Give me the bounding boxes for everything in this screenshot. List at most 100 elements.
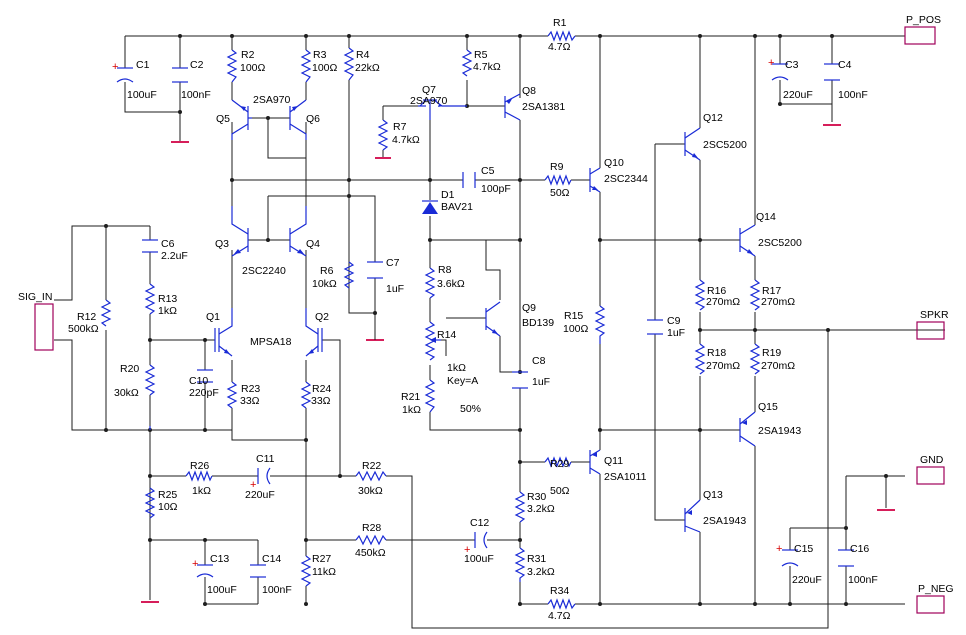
svg-text:R25: R25 <box>158 489 177 501</box>
svg-text:220uF: 220uF <box>792 574 822 586</box>
svg-text:+: + <box>776 543 782 555</box>
svg-text:220uF: 220uF <box>245 489 275 501</box>
svg-text:C4: C4 <box>838 59 852 71</box>
svg-text:R19: R19 <box>762 347 781 359</box>
svg-text:R26: R26 <box>190 460 209 472</box>
svg-text:R14: R14 <box>437 329 456 341</box>
resistor-r25 <box>144 487 156 519</box>
svg-text:C16: C16 <box>850 543 869 555</box>
svg-text:+: + <box>192 558 198 570</box>
svg-text:50Ω: 50Ω <box>550 187 570 199</box>
capacitor-c7 <box>367 261 383 279</box>
svg-text:33Ω: 33Ω <box>311 395 331 407</box>
svg-text:100Ω: 100Ω <box>240 62 266 74</box>
svg-text:C9: C9 <box>667 315 681 327</box>
svg-text:R7: R7 <box>393 121 407 133</box>
capacitor-c5 <box>462 172 476 188</box>
resistor-r1 <box>547 30 576 42</box>
svg-text:MPSA18: MPSA18 <box>250 336 292 348</box>
resistor-r22 <box>355 470 387 482</box>
resistor-r27 <box>300 555 312 587</box>
capacitor-c14 <box>250 564 266 578</box>
port-spkr <box>916 321 945 340</box>
capacitor-c10 <box>197 369 213 383</box>
svg-text:Q9: Q9 <box>522 302 536 314</box>
transistor-q10 <box>589 167 601 193</box>
svg-text:R4: R4 <box>356 49 370 61</box>
svg-text:4.7kΩ: 4.7kΩ <box>392 134 420 146</box>
transistor-q8 <box>504 93 521 121</box>
transistor-q4 <box>289 206 307 257</box>
svg-text:R22: R22 <box>362 460 381 472</box>
resistor-r26 <box>185 470 213 482</box>
svg-text:2SA970: 2SA970 <box>253 94 291 106</box>
svg-text:220uF: 220uF <box>783 89 813 101</box>
resistor-r7 <box>377 119 389 151</box>
svg-text:100uF: 100uF <box>127 89 157 101</box>
ground-symbols <box>141 124 895 603</box>
resistor-r3 <box>300 49 312 83</box>
transistor-q9 <box>485 301 501 337</box>
capacitors <box>116 63 854 578</box>
transistor-q6 <box>289 99 307 140</box>
resistor-r20 <box>144 364 156 396</box>
resistor-r23 <box>226 381 238 409</box>
transistor-q14 <box>739 224 756 257</box>
svg-text:100uF: 100uF <box>207 584 237 596</box>
svg-text:R2: R2 <box>241 49 255 61</box>
svg-text:BAV21: BAV21 <box>441 201 473 213</box>
svg-text:Q6: Q6 <box>306 113 320 125</box>
svg-text:270mΩ: 270mΩ <box>761 360 795 372</box>
port-label-p-pos: P_POS <box>906 14 941 26</box>
resistor-r21 <box>424 379 436 413</box>
svg-text:R1: R1 <box>553 17 567 29</box>
port-gnd <box>916 466 945 485</box>
transistor-q1 <box>214 308 233 357</box>
transistor-q11 <box>589 449 601 475</box>
capacitor-c1 <box>116 67 134 83</box>
svg-text:C15: C15 <box>794 543 813 555</box>
transistor-q12 <box>684 127 701 161</box>
svg-text:3.2kΩ: 3.2kΩ <box>527 503 555 515</box>
svg-text:C3: C3 <box>785 59 799 71</box>
svg-text:R5: R5 <box>474 49 488 61</box>
svg-text:Key=A: Key=A <box>447 375 478 387</box>
svg-text:R20: R20 <box>120 363 139 375</box>
svg-text:+: + <box>768 57 774 69</box>
svg-text:2SA970: 2SA970 <box>410 95 448 107</box>
svg-text:R13: R13 <box>158 293 177 305</box>
svg-text:1uF: 1uF <box>386 283 404 295</box>
resistor-r19 <box>749 343 761 375</box>
svg-text:+: + <box>112 61 118 73</box>
svg-text:Q3: Q3 <box>215 238 229 250</box>
svg-text:500kΩ: 500kΩ <box>68 323 99 335</box>
svg-text:R12: R12 <box>77 311 96 323</box>
svg-text:100uF: 100uF <box>464 553 494 565</box>
transistor-q13 <box>684 499 701 533</box>
svg-text:R8: R8 <box>438 264 452 276</box>
svg-text:Q8: Q8 <box>522 85 536 97</box>
svg-text:Q2: Q2 <box>315 311 329 323</box>
svg-text:100Ω: 100Ω <box>563 323 589 335</box>
resistor-r34 <box>547 598 576 610</box>
svg-text:10kΩ: 10kΩ <box>312 278 337 290</box>
svg-text:+: + <box>464 544 470 556</box>
resistor-r9 <box>544 174 572 186</box>
resistor-r2 <box>226 49 238 83</box>
transistor-q5 <box>231 99 252 140</box>
svg-text:2SA1943: 2SA1943 <box>703 515 746 527</box>
resistor-r18 <box>694 343 706 375</box>
capacitor-c16 <box>838 549 854 567</box>
svg-text:C14: C14 <box>262 553 281 565</box>
svg-text:R16: R16 <box>707 285 726 297</box>
svg-text:30kΩ: 30kΩ <box>358 485 383 497</box>
svg-text:1kΩ: 1kΩ <box>447 362 466 374</box>
ports <box>34 26 945 614</box>
svg-text:Q5: Q5 <box>216 113 230 125</box>
polarity-marks: + + + + + + <box>112 57 782 570</box>
capacitor-c3 <box>771 63 789 81</box>
svg-text:R24: R24 <box>312 383 331 395</box>
svg-text:30kΩ: 30kΩ <box>114 387 139 399</box>
transistor-q3 <box>231 206 249 257</box>
